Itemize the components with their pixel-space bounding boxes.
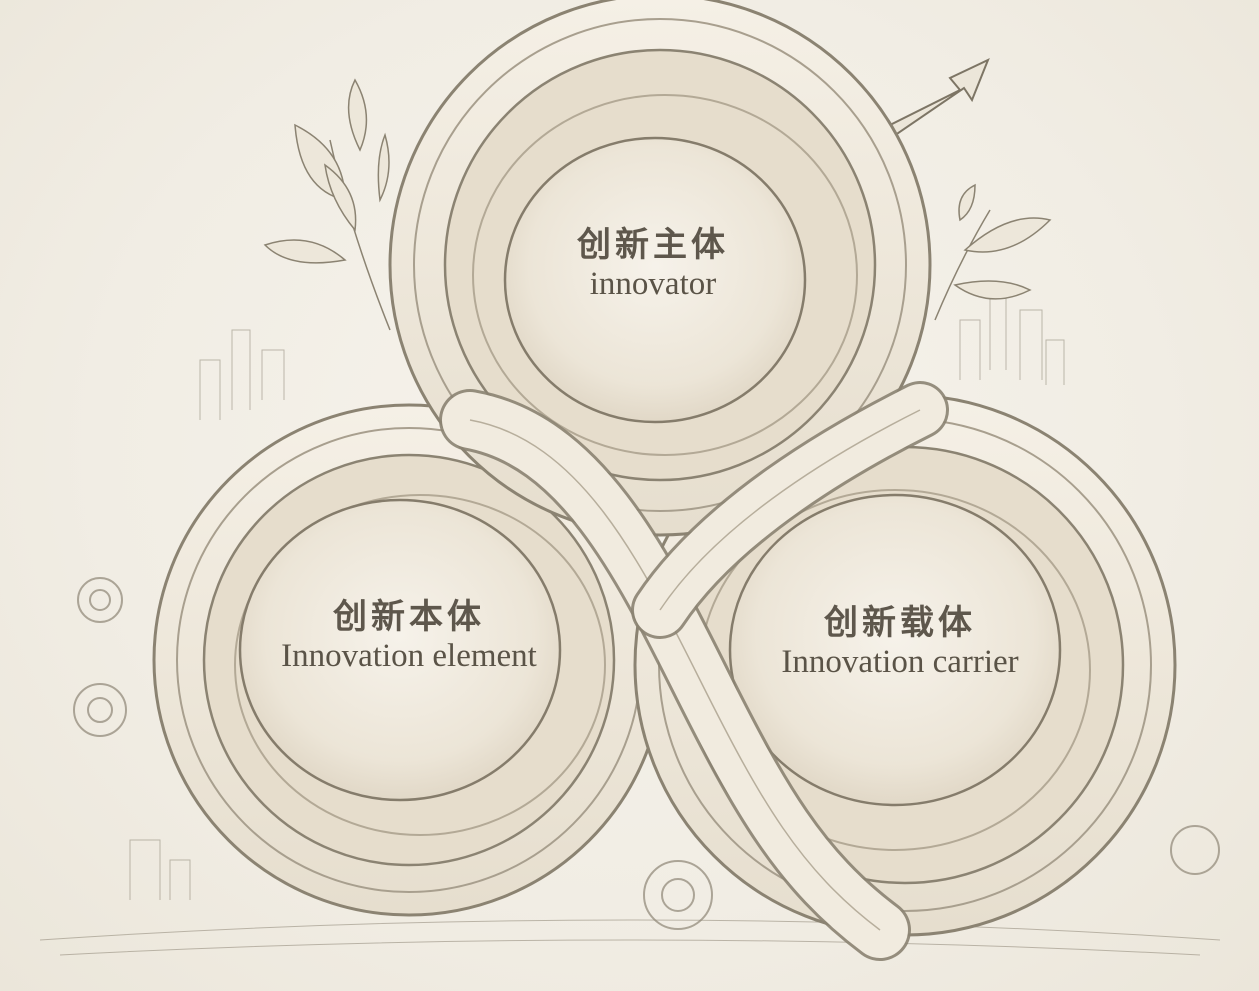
knot-crossing-band bbox=[439, 381, 949, 961]
leaf-sprig-left-icon bbox=[263, 78, 391, 331]
node-innovator-en-label: innovator bbox=[589, 266, 717, 302]
node-innovation-carrier: 创新载体 Innovation carrier bbox=[781, 603, 1018, 681]
node-innovation-carrier-en-label: Innovation carrier bbox=[781, 644, 1019, 680]
node-innovation-element-en-label: Innovation element bbox=[281, 638, 537, 674]
loop-top bbox=[388, 0, 932, 537]
leaf-sprig-right-icon bbox=[934, 183, 1052, 321]
node-innovator: 创新主体 innovator bbox=[577, 225, 729, 303]
node-innovator-zh-label: 创新主体 bbox=[577, 225, 729, 265]
arrow-icon bbox=[878, 58, 990, 142]
loop-left bbox=[152, 403, 666, 917]
gear-icon bbox=[73, 577, 1220, 930]
node-innovation-carrier-zh-label: 创新载体 bbox=[824, 603, 976, 643]
node-innovation-element: 创新本体 Innovation element bbox=[281, 597, 537, 675]
node-innovation-element-zh-label: 创新本体 bbox=[332, 597, 485, 637]
